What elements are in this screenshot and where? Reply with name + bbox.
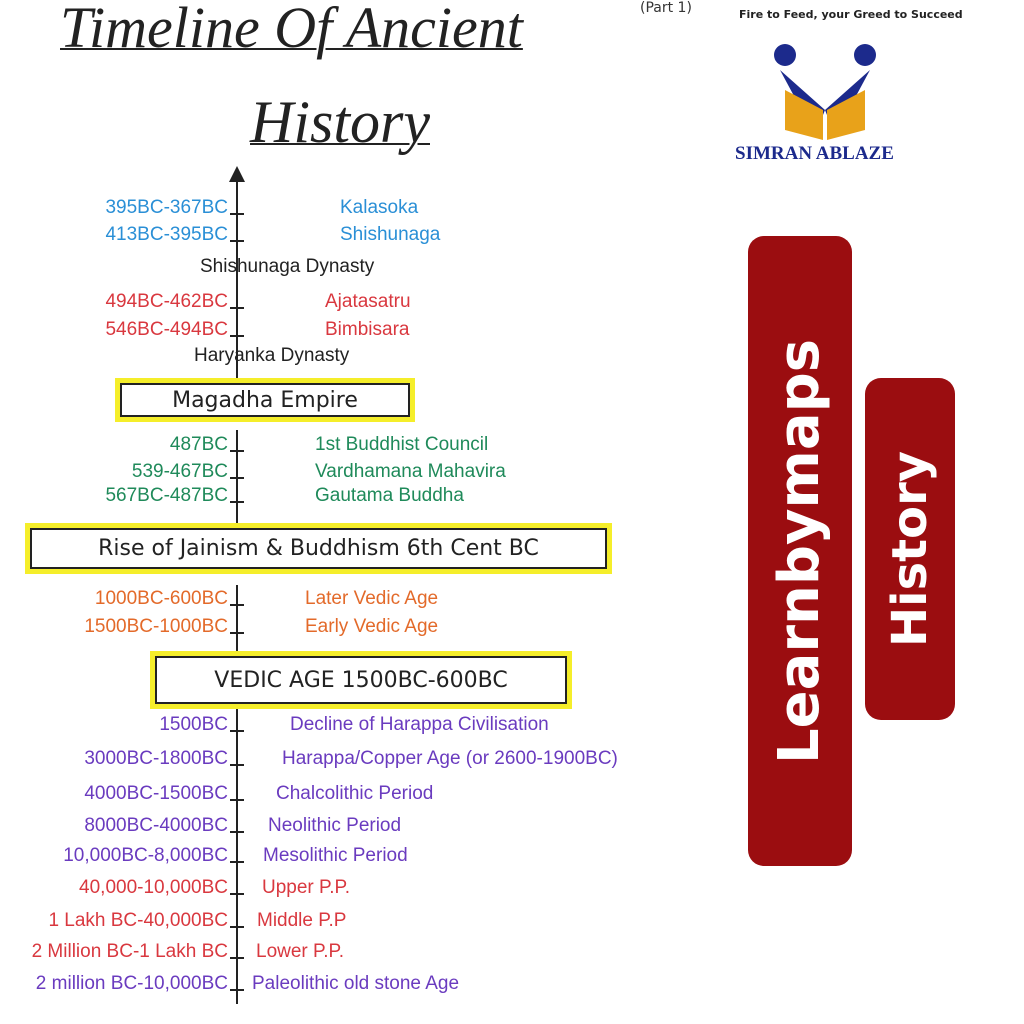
event-name: Decline of Harappa Civilisation	[290, 714, 549, 735]
timeline-axis	[236, 702, 238, 1004]
event-name: Shishunaga	[340, 224, 441, 245]
event-name: Upper P.P.	[262, 877, 351, 898]
banner-brand-text: Learnbymaps	[767, 338, 833, 764]
timeline-tick	[230, 831, 244, 833]
event-name: Ajatasatru	[325, 291, 411, 312]
banner-subject-text: History	[882, 450, 939, 648]
haryanka-dynasty-heading: Haryanka Dynasty	[194, 345, 350, 366]
logo-name: SIMRAN ABLAZE	[735, 143, 894, 164]
timeline-tick	[230, 501, 244, 503]
event-date: 413BC-395BC	[105, 224, 228, 245]
event-date: 395BC-367BC	[105, 197, 228, 218]
event-name: Gautama Buddha	[315, 485, 464, 506]
event-date: 546BC-494BC	[105, 319, 228, 340]
event-name: Paleolithic old stone Age	[252, 973, 460, 994]
timeline-tick	[230, 307, 244, 309]
timeline-tick	[230, 893, 244, 895]
event-date: 2 Million BC-1 Lakh BC	[31, 941, 228, 962]
event-date: 4000BC-1500BC	[84, 783, 228, 804]
event-date: 487BC	[169, 434, 228, 455]
event-name: 1st Buddhist Council	[315, 434, 489, 455]
timeline-tick	[230, 926, 244, 928]
shishunaga-dynasty-heading: Shishunaga Dynasty	[200, 256, 375, 277]
timeline-tick	[230, 240, 244, 242]
timeline-tick	[230, 450, 244, 452]
logo-tagline: Fire to Feed, your Greed to Succeed	[739, 8, 963, 21]
learnbymaps-banner: Learnbymaps	[748, 236, 852, 866]
arrow-up-icon	[229, 166, 245, 182]
event-name: Neolithic Period	[268, 815, 402, 836]
timeline-axis	[236, 178, 238, 378]
event-date: 1 Lakh BC-40,000BC	[48, 910, 228, 931]
timeline-tick	[230, 989, 244, 991]
timeline-tick	[230, 335, 244, 337]
event-date: 8000BC-4000BC	[84, 815, 228, 836]
event-date: 494BC-462BC	[105, 291, 228, 312]
timeline-axis	[236, 585, 238, 657]
event-name: Later Vedic Age	[305, 588, 439, 609]
title-line2: History	[250, 89, 430, 155]
timeline-tick	[230, 477, 244, 479]
timeline-tick	[230, 213, 244, 215]
event-date: 40,000-10,000BC	[79, 877, 228, 898]
event-date: 1500BC	[159, 714, 228, 735]
event-date: 567BC-487BC	[105, 485, 228, 506]
logo-emblem-icon	[774, 44, 876, 140]
vedic-age-box: VEDIC AGE 1500BC-600BC	[155, 656, 567, 704]
event-name: Early Vedic Age	[305, 616, 439, 637]
jainism-buddhism-box: Rise of Jainism & Buddhism 6th Cent BC	[30, 528, 607, 569]
simran-ablaze-logo: Fire to Feed, your Greed to Succeed SIMR…	[725, 0, 963, 175]
event-date: 539-467BC	[131, 461, 228, 482]
timeline-tick	[230, 957, 244, 959]
history-banner: History	[865, 378, 955, 720]
title-line1: Timeline Of Ancient	[60, 0, 523, 60]
timeline-tick	[230, 764, 244, 766]
timeline-tick	[230, 799, 244, 801]
event-name: Chalcolithic Period	[276, 783, 434, 804]
title-note: (Part 1)	[640, 0, 692, 16]
timeline-tick	[230, 730, 244, 732]
magadha-empire-box: Magadha Empire	[120, 383, 410, 417]
event-date: 10,000BC-8,000BC	[63, 845, 228, 866]
event-name: Lower P.P.	[256, 941, 345, 962]
event-name: Mesolithic Period	[263, 845, 408, 866]
event-date: 3000BC-1800BC	[84, 748, 228, 769]
event-name: Middle P.P	[257, 910, 347, 931]
timeline-tick	[230, 861, 244, 863]
event-name: Kalasoka	[340, 197, 419, 218]
event-date: 1500BC-1000BC	[84, 616, 228, 637]
event-date: 1000BC-600BC	[94, 588, 228, 609]
timeline-axis	[236, 430, 238, 528]
event-name: Harappa/Copper Age (or 2600-1900BC)	[282, 748, 618, 769]
event-date: 2 million BC-10,000BC	[35, 973, 228, 994]
timeline-tick	[230, 604, 244, 606]
event-name: Vardhamana Mahavira	[315, 461, 506, 482]
event-name: Bimbisara	[325, 319, 410, 340]
timeline-tick	[230, 632, 244, 634]
